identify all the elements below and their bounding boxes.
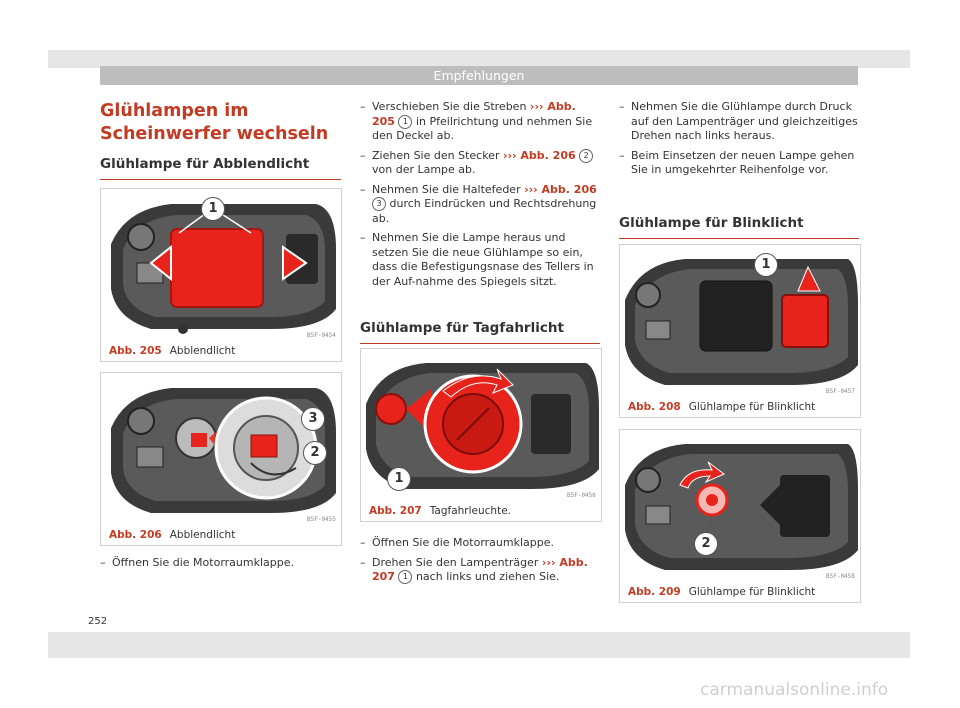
col2-steps-bottom: –Öffnen Sie die Motorraumklappe. –Drehen…: [360, 536, 600, 590]
bullet-dash: –: [619, 100, 625, 113]
list-item: –Nehmen Sie die Glühlampe durch Druck au…: [619, 100, 859, 144]
bullet-dash: –: [100, 556, 106, 569]
bullet-dash: –: [360, 100, 366, 113]
step-text: nach links und ziehen Sie.: [412, 570, 560, 583]
figure-number: Abb. 205: [109, 345, 162, 357]
figure-code: B5F-0454: [307, 332, 336, 339]
list-item: –Öffnen Sie die Motorraumklappe.: [360, 536, 600, 551]
bullet-dash: –: [619, 148, 625, 162]
figure-caption: Abb. 209 Glühlampe für Blinklicht: [628, 582, 815, 602]
figure-number: Abb. 209: [628, 586, 681, 598]
figure-code: B5F-0456: [567, 492, 596, 499]
figure-code: B5F-0455: [307, 516, 336, 523]
step-text: in Pfeilrichtung und nehmen Sie den Deck…: [372, 114, 593, 143]
callout-1: 1: [387, 467, 411, 491]
col1-steps: –Öffnen Sie die Motorraumklappe.: [100, 556, 340, 576]
callout-ref: 2: [579, 148, 594, 163]
figure-link[interactable]: ››› Abb. 206: [502, 148, 576, 162]
step-text: durch Eindrücken und Rechtsdrehung ab.: [372, 197, 597, 225]
figure-number: Abb. 206: [109, 529, 162, 541]
callout-ref: 1: [398, 114, 413, 129]
list-item: –Nehmen Sie die Haltefeder ››› Abb. 206 …: [360, 183, 600, 227]
step-text: Drehen Sie den Lampenträger: [372, 555, 542, 569]
figure-number: Abb. 207: [369, 505, 422, 517]
figure-caption: Abb. 207 Tagfahrleuchte.: [369, 501, 511, 521]
drl-heading: Glühlampe für Tagfahrlicht: [360, 320, 564, 336]
callout-2: 2: [694, 532, 718, 556]
callout-1: 1: [754, 253, 778, 277]
step-text: Ziehen Sie den Stecker: [372, 148, 503, 162]
blinker-heading: Glühlampe für Blinklicht: [619, 215, 804, 231]
callout-ref: 3: [372, 197, 386, 211]
low-beam-heading-block: Glühlampe für Abblendlicht: [100, 156, 341, 180]
bullet-dash: –: [360, 555, 366, 569]
list-item: –Ziehen Sie den Stecker ››› Abb. 206 2 v…: [360, 148, 600, 178]
low-beam-heading: Glühlampe für Abblendlicht: [100, 156, 310, 172]
section-banner: Empfehlungen: [100, 66, 858, 85]
step-text: Nehmen Sie die Haltefeder: [372, 182, 525, 196]
figure-208: 1 B5F-0457 Abb. 208 Glühlampe für Blinkli…: [619, 244, 861, 418]
col3-steps: –Nehmen Sie die Glühlampe durch Druck au…: [619, 100, 859, 183]
bullet-dash: –: [360, 148, 366, 162]
headlamp-blinker-bulb-illustration: [620, 430, 860, 582]
headlamp-blinker-removal-illustration: [620, 245, 860, 397]
headlamp-connector-illustration: [101, 373, 341, 525]
figure-code: B5F-0458: [826, 573, 855, 580]
callout-1: 1: [201, 197, 225, 221]
figure-caption: Abb. 208 Glühlampe für Blinklicht: [628, 397, 815, 417]
list-item: –Öffnen Sie die Motorraumklappe.: [100, 556, 340, 571]
figure-caption: Abb. 206 Abblendlicht: [109, 525, 235, 545]
headlamp-low-beam-illustration: [101, 189, 341, 341]
callout-3: 3: [301, 407, 325, 431]
list-item: –Verschieben Sie die Streben ››› Abb. 20…: [360, 100, 600, 144]
list-item: –Nehmen Sie die Lampe heraus und setzen …: [360, 231, 600, 289]
step-text: Öffnen Sie die Motorraumklappe.: [372, 536, 554, 549]
figure-209: 2 B5F-0458 Abb. 209 Glühlampe für Blinkli…: [619, 429, 861, 603]
figure-205: 1 B5F-0454 Abb. 205 Abblendlicht: [100, 188, 342, 362]
figure-link[interactable]: ››› Abb. 205: [372, 100, 576, 128]
watermark: carmanualsonline.info: [700, 680, 889, 700]
figure-label: Abblendlicht: [169, 529, 236, 541]
page-title: Glühlampen im Scheinwerfer wechseln: [100, 101, 329, 144]
figure-label: Glühlampe für Blinklicht: [688, 586, 816, 598]
figure-206: 3 2 B5F-0455 Abb. 206 Abblendlicht: [100, 372, 342, 546]
step-text: Nehmen Sie die Lampe heraus und setzen S…: [372, 231, 594, 288]
figure-number: Abb. 208: [628, 401, 681, 413]
step-text: von der Lampe ab.: [372, 163, 476, 176]
col2-steps-top: –Verschieben Sie die Streben ››› Abb. 20…: [360, 100, 600, 294]
step-text: Beim Einsetzen der neuen Lampe gehen Sie…: [631, 148, 855, 177]
figure-label: Tagfahrleuchte.: [429, 505, 511, 517]
bullet-dash: –: [360, 231, 366, 244]
list-item: –Beim Einsetzen der neuen Lampe gehen Si…: [619, 149, 859, 178]
figure-label: Glühlampe für Blinklicht: [688, 401, 816, 413]
page-number: 252: [88, 616, 108, 627]
figure-code: B5F-0457: [826, 388, 855, 395]
figure-link[interactable]: ››› Abb. 206: [524, 182, 597, 196]
list-item: –Drehen Sie den Lampenträger ››› Abb. 20…: [360, 556, 600, 585]
figure-caption: Abb. 205 Abblendlicht: [109, 341, 235, 361]
drl-heading-block: Glühlampe für Tagfahrlicht: [360, 320, 600, 344]
bullet-dash: –: [360, 536, 366, 549]
step-text: Öffnen Sie die Motorraumklappe.: [112, 556, 294, 569]
step-text: Verschieben Sie die Streben: [372, 100, 530, 113]
blinker-heading-block: Glühlampe für Blinklicht: [619, 215, 859, 239]
callout-2: 2: [303, 441, 327, 465]
figure-207: 1 B5F-0456 Abb. 207 Tagfahrleuchte.: [360, 348, 602, 522]
callout-ref: 1: [398, 570, 413, 584]
bullet-dash: –: [360, 182, 366, 196]
figure-link[interactable]: ››› Abb. 207: [372, 555, 588, 584]
step-text: Nehmen Sie die Glühlampe durch Druck auf…: [631, 100, 858, 142]
figure-label: Abblendlicht: [169, 345, 236, 357]
